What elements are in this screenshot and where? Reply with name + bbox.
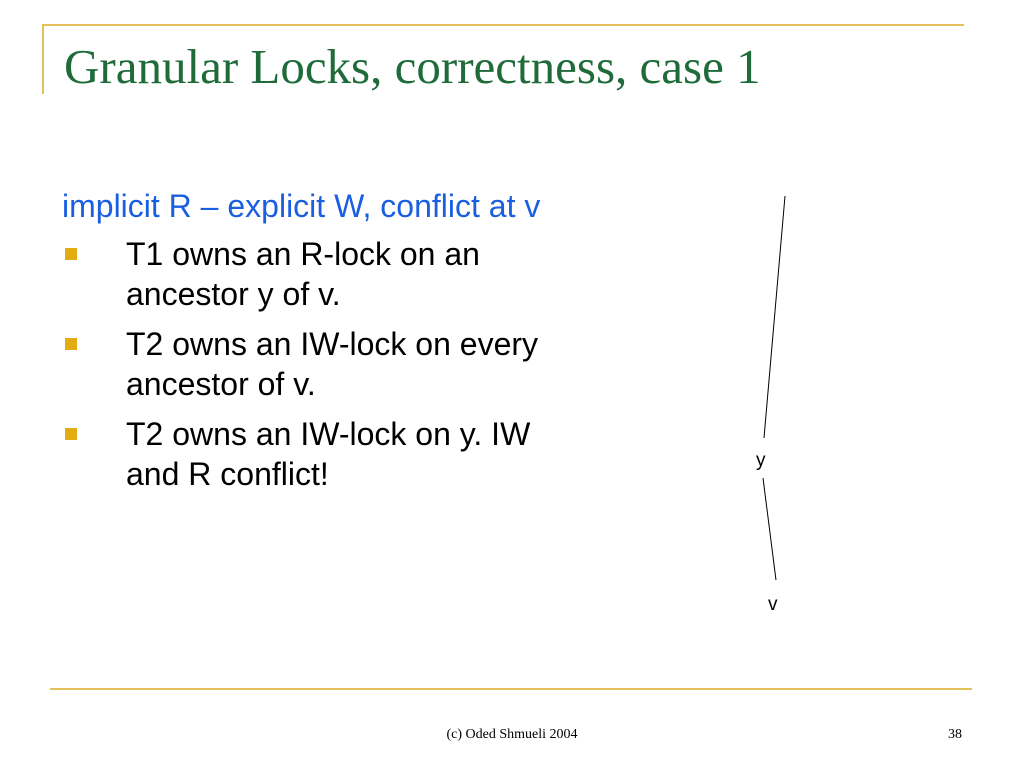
top-rule-vertical — [42, 24, 44, 94]
bullet-square-icon — [65, 338, 77, 350]
edge-y-to-v — [762, 477, 777, 581]
node-label-v: v — [768, 594, 778, 615]
slide-title: Granular Locks, correctness, case 1 — [64, 39, 761, 94]
bullet-item-3: T2 owns an IW-lock on y. IW and R confli… — [62, 414, 562, 494]
bullet-text-2: T2 owns an IW-lock on every ancestor of … — [126, 326, 539, 402]
bullet-item-2: T2 owns an IW-lock on every ancestor of … — [62, 324, 562, 404]
page-number: 38 — [948, 727, 962, 742]
bottom-rule — [50, 688, 972, 690]
bullet-text-1: T1 owns an R-lock on an ancestor y of v. — [126, 236, 480, 312]
edge-root-to-y — [763, 195, 786, 439]
bullet-text-3: T2 owns an IW-lock on y. IW and R confli… — [126, 416, 531, 492]
tree-diagram: y v — [756, 195, 786, 615]
footer-copyright: (c) Oded Shmueli 2004 — [446, 727, 578, 742]
node-label-y: y — [756, 450, 766, 471]
top-rule-horizontal — [42, 24, 964, 26]
bullet-square-icon — [65, 248, 77, 260]
bullet-square-icon — [65, 428, 77, 440]
bullet-item-1: T1 owns an R-lock on an ancestor y of v. — [62, 234, 562, 314]
intro-text: implicit R – explicit W, conflict at v — [62, 188, 541, 224]
slide-body: implicit R – explicit W, conflict at v T… — [62, 186, 562, 504]
